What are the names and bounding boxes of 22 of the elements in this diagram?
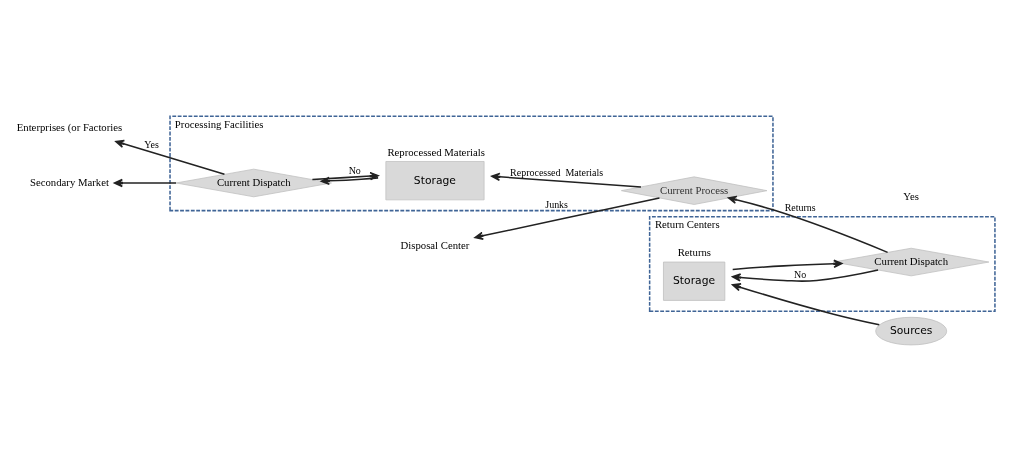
arrow: [731, 283, 881, 326]
edge-label: Yes: [144, 138, 159, 150]
node-text: Secondary Market: [29, 175, 109, 188]
label: Yes: [903, 189, 920, 202]
node-label: Returns: [677, 246, 712, 259]
arrow: [320, 176, 379, 186]
arrow: [491, 172, 642, 188]
arrow: [727, 195, 889, 254]
edge-label: Returns: [784, 201, 816, 213]
edge-label: Reprocessed Materials: [510, 166, 604, 178]
node-ellipse: Sources: [875, 316, 948, 346]
arrow: [113, 178, 177, 188]
node-text: Enterprises (or Factories: [16, 120, 123, 133]
edge-label: Junks: [545, 198, 568, 210]
arrow: [731, 269, 879, 282]
arrow: [474, 197, 661, 241]
arrow: [115, 139, 226, 176]
node-label: Reprocessed Materials: [387, 145, 485, 158]
arrow: [731, 259, 843, 271]
edge-label: No: [794, 268, 807, 280]
edge-label: No: [348, 165, 361, 177]
node-text: Disposal Center: [400, 238, 470, 251]
